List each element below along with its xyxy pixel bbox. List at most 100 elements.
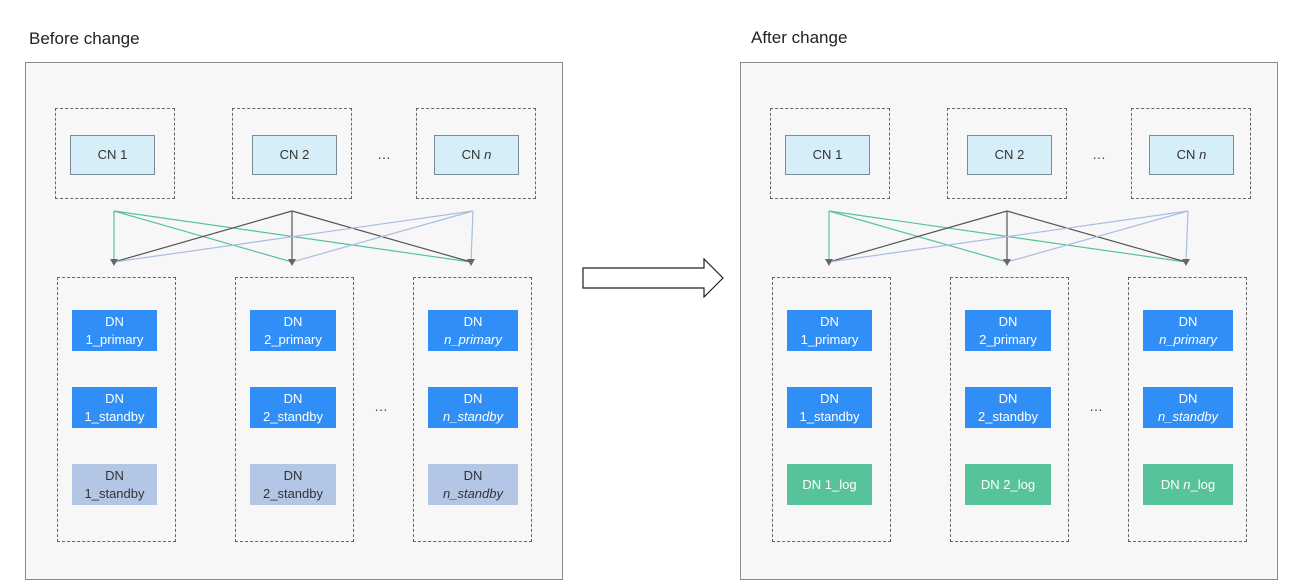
dn-log-node: DN 2_log — [965, 464, 1051, 505]
change-arrow — [582, 258, 724, 298]
cn-label: CN — [97, 147, 117, 162]
dn-label: DN — [463, 313, 483, 329]
dn-log-label: DN 1_log — [802, 476, 857, 492]
dn-n-group — [1128, 277, 1247, 542]
before-change-title: Before change — [29, 29, 140, 48]
dn-label: DN — [105, 313, 124, 329]
dn-label: DN — [1178, 313, 1198, 329]
dn-log-node: DN 1_log — [787, 464, 872, 505]
connection-line — [291, 210, 474, 263]
connection-line — [1006, 210, 1189, 263]
cn-label: CN — [994, 147, 1014, 162]
dn-ellipsis: … — [1089, 398, 1104, 414]
cn-node: CN 1 — [70, 135, 155, 175]
dn-standby-old-node: DN 1_standby — [72, 464, 157, 505]
dn-role: 1_primary — [85, 331, 144, 347]
dn-label: DN — [1178, 390, 1198, 406]
dn-primary-node: DN 2_primary — [250, 310, 336, 351]
arrowhead — [1182, 259, 1190, 266]
dn-role: 1_standby — [84, 408, 145, 424]
dn-role: n_standby — [443, 485, 503, 501]
dn-standby-node: DN n_standby — [428, 387, 518, 428]
dn-log-label: DN n_log — [1160, 476, 1216, 492]
dn-primary-node: DN n_primary — [428, 310, 518, 351]
dn-primary-node: DN 1_primary — [72, 310, 157, 351]
dn-label: DN — [283, 390, 303, 406]
cn-2-group — [232, 108, 352, 199]
arrowhead — [288, 259, 296, 266]
connection-line — [1185, 210, 1189, 263]
dn-label: DN — [998, 390, 1018, 406]
dn-2-group — [950, 277, 1069, 542]
dn-label: DN — [998, 313, 1018, 329]
dn-label: DN — [283, 467, 303, 483]
cn-number: 1 — [835, 147, 843, 162]
cn-node: CN n — [1149, 135, 1234, 175]
dn-role: 1_standby — [799, 408, 860, 424]
dn-role: 1_standby — [84, 485, 145, 501]
dn-primary-node: DN n_primary — [1143, 310, 1233, 351]
dn-label: DN — [463, 390, 483, 406]
connection-line — [828, 210, 1008, 263]
dn-role: 2_standby — [263, 485, 323, 501]
cn-1-group — [770, 108, 890, 199]
cn-1-group — [55, 108, 175, 199]
dn-role: 1_primary — [800, 331, 859, 347]
dn-role: n_primary — [1159, 331, 1217, 347]
dn-label: DN — [105, 467, 124, 483]
dn-log-label: DN 2_log — [980, 476, 1036, 492]
cn-node: CN n — [434, 135, 519, 175]
cn-number: 2 — [1017, 147, 1025, 162]
dn-role: 2_primary — [264, 331, 322, 347]
dn-standby-node: DN n_standby — [1143, 387, 1233, 428]
cn-number: 2 — [302, 147, 310, 162]
arrowhead — [110, 259, 118, 266]
dn-role: 2_standby — [263, 408, 323, 424]
dn-role: 2_standby — [978, 408, 1038, 424]
cn-ellipsis: … — [1092, 146, 1107, 162]
dn-standby-node: DN 2_standby — [965, 387, 1051, 428]
connection-line — [113, 210, 293, 263]
right-connection-lines — [825, 210, 1190, 266]
dn-role: n_standby — [443, 408, 503, 424]
arrowhead — [467, 259, 475, 266]
dn-role: 2_primary — [979, 331, 1037, 347]
cn-label: CN — [461, 147, 481, 162]
dn-role: n_standby — [1158, 408, 1218, 424]
cn-node: CN 1 — [785, 135, 870, 175]
dn-primary-node: DN 2_primary — [965, 310, 1051, 351]
dn-label: DN — [820, 313, 839, 329]
dn-standby-node: DN 1_standby — [787, 387, 872, 428]
cn-number: 1 — [120, 147, 128, 162]
connection-line — [828, 210, 1189, 263]
left-connection-lines — [110, 210, 475, 266]
cn-number: n — [484, 147, 492, 162]
connection-line — [113, 210, 474, 263]
cn-n-group — [416, 108, 536, 199]
dn-label: DN — [283, 313, 303, 329]
dn-standby-old-node: DN n_standby — [428, 464, 518, 505]
arrowhead — [825, 259, 833, 266]
dn-2-group — [235, 277, 354, 542]
cn-2-group — [947, 108, 1067, 199]
dn-primary-node: DN 1_primary — [787, 310, 872, 351]
connection-line — [470, 210, 474, 263]
dn-role: n_primary — [444, 331, 502, 347]
cn-node: CN 2 — [967, 135, 1052, 175]
dn-label: DN — [820, 390, 839, 406]
cn-label: CN — [812, 147, 832, 162]
arrowhead — [1003, 259, 1011, 266]
cn-label: CN — [279, 147, 299, 162]
dn-1-group — [57, 277, 176, 542]
dn-label: DN — [463, 467, 483, 483]
dn-n-group — [413, 277, 532, 542]
cn-label: CN — [1176, 147, 1196, 162]
cn-ellipsis: … — [377, 146, 392, 162]
dn-standby-node: DN 2_standby — [250, 387, 336, 428]
cn-number: n — [1199, 147, 1207, 162]
dn-standby-old-node: DN 2_standby — [250, 464, 336, 505]
cn-node: CN 2 — [252, 135, 337, 175]
dn-log-node: DN n_log — [1143, 464, 1233, 505]
